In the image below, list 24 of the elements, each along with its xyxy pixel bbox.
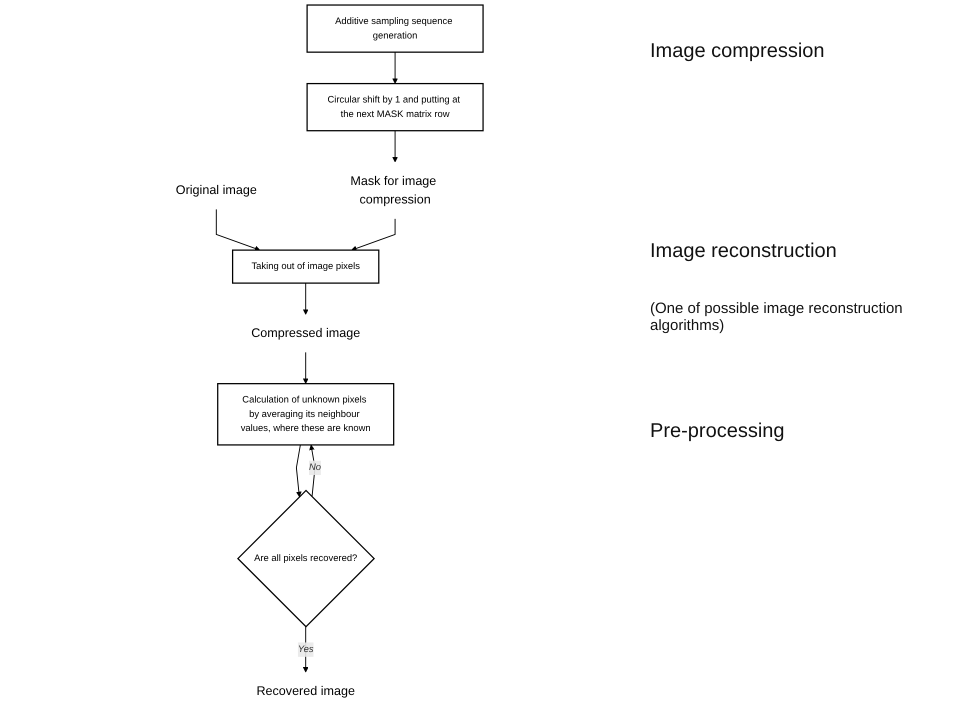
arrow (296, 444, 302, 498)
node-box: Calculation of unknown pixels by averaging its neighbour values, where these are known (217, 383, 394, 446)
arrow (351, 218, 396, 252)
node-text: Mask for image compression (350, 174, 436, 207)
section-label: Pre-processing (650, 420, 785, 443)
node-text: Recovered image (256, 684, 355, 698)
node-box: Circular shift by 1 and putting at the next MASK matrix row (306, 82, 484, 132)
node-text: Original image (176, 184, 257, 198)
arrow (216, 208, 260, 252)
arrow (392, 52, 398, 84)
node-box: Additive sampling sequence generation (306, 4, 484, 53)
node-text: Compressed image (251, 326, 360, 340)
arrow (302, 352, 308, 384)
section-label: Image reconstruction (650, 240, 837, 263)
section-label: (One of possible image reconstruction algorithms) (650, 300, 904, 334)
arrow (392, 130, 398, 162)
arrow (302, 626, 308, 673)
arrow (309, 444, 316, 498)
edge-label: No (308, 462, 322, 473)
arrow (302, 282, 308, 315)
node-diamond: Are all pixels recovered? (237, 490, 375, 628)
node-box: Taking out of image pixels (232, 249, 380, 284)
edge-label: Yes (298, 644, 314, 654)
section-label: Image compression (650, 40, 825, 63)
